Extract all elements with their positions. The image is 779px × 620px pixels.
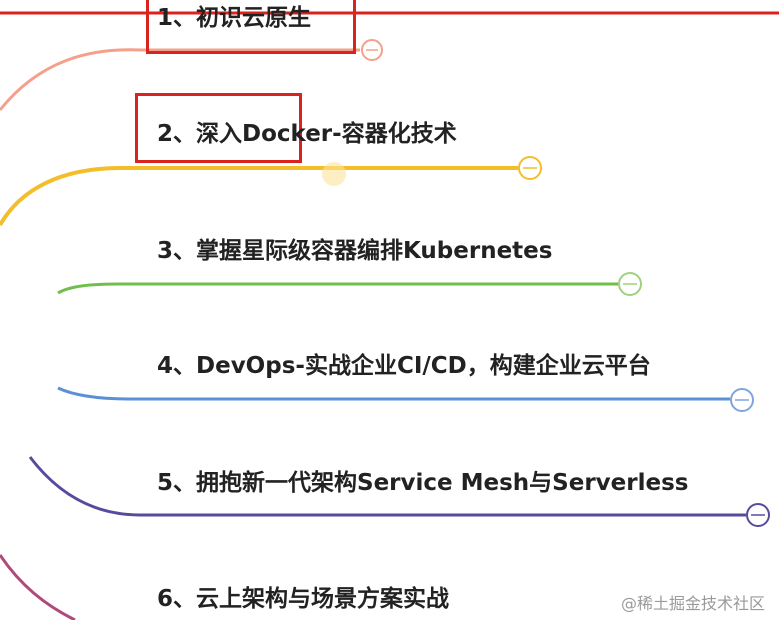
branch-line-5 bbox=[28, 456, 746, 517]
highlight-box-2 bbox=[135, 93, 302, 163]
branch-line-4 bbox=[57, 386, 730, 401]
item-label-1[interactable]: 1、初识云原生 bbox=[157, 5, 312, 31]
branch-line-3 bbox=[57, 282, 618, 295]
item-label-3[interactable]: 3、掌握星际级容器编排Kubernetes bbox=[157, 238, 553, 264]
item-label-5[interactable]: 5、拥抱新一代架构Service Mesh与Serverless bbox=[157, 470, 689, 496]
branch-line-1 bbox=[0, 48, 360, 111]
item-label-2[interactable]: 2、深入Docker-容器化技术 bbox=[157, 121, 457, 147]
item-label-6[interactable]: 6、云上架构与场景方案实战 bbox=[157, 586, 450, 612]
branch-line-6 bbox=[0, 554, 76, 620]
item-label-4[interactable]: 4、DevOps-实战企业CI/CD，构建企业云平台 bbox=[157, 353, 651, 379]
watermark: @稀土掘金技术社区 bbox=[620, 594, 765, 613]
branch-line-2 bbox=[0, 166, 518, 226]
highlight-box-1 bbox=[146, 0, 356, 54]
